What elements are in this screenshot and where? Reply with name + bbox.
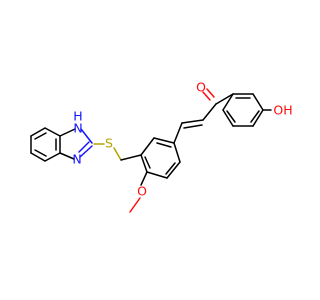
central-benzene-ring — [140, 137, 181, 179]
bond — [146, 171, 168, 179]
hydroxyphenyl-ring — [215, 93, 272, 127]
bond — [222, 109, 234, 127]
bond — [202, 103, 217, 121]
methoxy-group — [129, 171, 148, 213]
bond — [30, 127, 46, 137]
bond — [79, 145, 93, 158]
carbonyl-oxygen-label: O — [196, 80, 206, 95]
bond — [30, 152, 46, 162]
bond — [129, 197, 141, 213]
bond-inner — [165, 162, 176, 175]
enone-chain — [173, 88, 217, 144]
bond — [140, 137, 155, 156]
bond — [173, 142, 181, 163]
bond-inner — [250, 110, 260, 123]
molecule-drawing: H N N S O O OH — [30, 80, 293, 213]
bond-inner — [34, 149, 47, 157]
hydroxyl-label: OH — [273, 103, 292, 118]
bond-inner — [156, 142, 172, 148]
methoxy-oxygen-label: O — [137, 184, 147, 199]
bond-inner — [34, 132, 47, 140]
bond-double — [206, 88, 215, 98]
bond — [202, 91, 211, 101]
bond — [140, 171, 148, 186]
bond — [80, 128, 93, 144]
sulfur-label: S — [105, 136, 113, 151]
bond — [44, 152, 61, 162]
bond — [113, 147, 122, 161]
bond-inner — [226, 110, 236, 123]
bond — [181, 119, 204, 124]
benzimidazole-benzene-ring — [30, 127, 61, 162]
thioether-linker — [93, 143, 142, 161]
bond — [44, 127, 61, 137]
bond-double — [78, 141, 90, 153]
imine-nitrogen-label: N — [72, 152, 81, 167]
bond-inner — [144, 156, 151, 169]
bond — [120, 154, 142, 161]
bond — [252, 109, 264, 127]
bond — [140, 154, 148, 173]
bond-double — [183, 124, 203, 129]
bond — [222, 93, 234, 111]
structure-figure: H N N S O O OH — [30, 79, 293, 213]
bond — [166, 161, 181, 179]
bond — [153, 137, 175, 144]
bond — [215, 93, 234, 105]
atom-labels: H N N S O O OH — [72, 80, 292, 199]
bond — [59, 152, 75, 160]
nh-nitrogen-label: N — [73, 121, 82, 136]
bond — [252, 93, 264, 111]
nh-hydrogen-label: H — [73, 109, 82, 124]
bond — [173, 122, 183, 144]
benzimidazole-imidazole-ring — [59, 128, 93, 160]
bond — [59, 128, 76, 137]
